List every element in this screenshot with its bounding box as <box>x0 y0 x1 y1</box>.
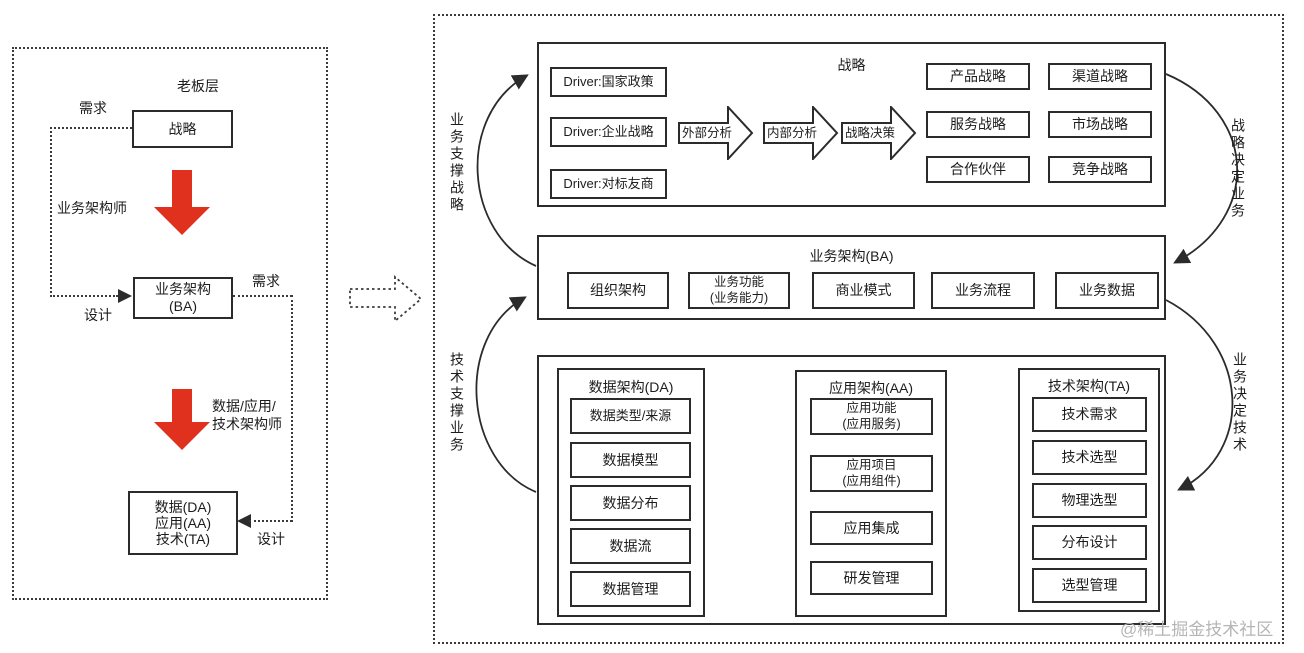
ta-item-box: 选型管理 <box>1032 568 1147 603</box>
block-arrow-icon <box>678 106 754 160</box>
strategy-section-title: 战略 <box>837 57 866 73</box>
dotted-line <box>249 520 292 522</box>
dotted-line <box>50 295 118 297</box>
boss-layer-title: 老板层 <box>177 78 219 94</box>
strategy-item-box: 服务战略 <box>926 111 1030 138</box>
aa-item-box: 研发管理 <box>810 561 933 595</box>
ta-item-box: 物理选型 <box>1032 483 1147 518</box>
ta-item-box: 分布设计 <box>1032 525 1147 560</box>
da-item-box: 数据模型 <box>570 442 691 478</box>
process-arrow-strategy-decision: 战略决策 <box>841 106 917 160</box>
aa-item-box: 应用集成 <box>810 511 933 545</box>
relation-business-supports-strategy: 业务支撑战略 <box>449 112 465 214</box>
aa-item-box: 应用项目 (应用组件) <box>810 455 933 492</box>
right-architecture-panel <box>433 14 1284 644</box>
strategy-item-box: 渠道战略 <box>1048 63 1152 90</box>
aa-item-box: 应用功能 (应用服务) <box>810 398 933 435</box>
da-item-box: 数据流 <box>570 528 691 564</box>
ba-section-title: 业务架构(BA) <box>809 248 894 264</box>
design-bottom-label: 设计 <box>257 531 285 547</box>
dta-box: 数据(DA) 应用(AA) 技术(TA) <box>128 491 238 555</box>
watermark: @稀土掘金技术社区 <box>1120 620 1274 639</box>
dotted-line <box>50 127 132 129</box>
da-item-box: 数据分布 <box>570 485 691 521</box>
process-step-label: 外部分析 <box>681 126 732 140</box>
ba-box: 业务架构 (BA) <box>133 277 233 319</box>
block-arrow-icon <box>763 106 839 160</box>
block-arrow-icon <box>841 106 917 160</box>
process-arrow-external-analysis: 外部分析 <box>678 106 754 160</box>
process-step-label: 战略决策 <box>844 126 895 140</box>
process-arrow-internal-analysis: 内部分析 <box>763 106 839 160</box>
ta-item-box: 技术需求 <box>1032 397 1147 432</box>
driver-box: Driver:企业战略 <box>550 117 667 147</box>
demand-top-label: 需求 <box>79 100 107 116</box>
red-arrow-head-icon <box>154 207 210 235</box>
relation-technology-supports-business: 技术支撑业务 <box>449 352 465 454</box>
ba-item-box: 组织架构 <box>567 272 669 309</box>
ba-item-box: 业务功能 (业务能力) <box>688 272 790 309</box>
process-step-label: 内部分析 <box>766 126 817 140</box>
demand-right-label: 需求 <box>252 273 280 289</box>
relation-strategy-decides-business: 战略决定业务 <box>1230 118 1246 220</box>
ba-item-box: 商业模式 <box>812 272 915 309</box>
design-top-label: 设计 <box>84 307 112 323</box>
strategy-item-box: 市场战略 <box>1048 111 1152 138</box>
driver-box: Driver:对标友商 <box>550 169 667 199</box>
strategy-item-box: 竞争战略 <box>1048 156 1152 183</box>
strategy-item-box: 产品战略 <box>926 63 1030 90</box>
ba-item-box: 业务数据 <box>1055 272 1159 309</box>
strategy-box: 战略 <box>132 110 233 148</box>
red-arrow-head-icon <box>154 422 210 450</box>
dotted-line <box>50 127 52 297</box>
relation-business-decides-technology: 业务决定技术 <box>1232 352 1248 454</box>
ba-item-box: 业务流程 <box>931 272 1035 309</box>
ba-architect-label: 业务架构师 <box>57 200 127 216</box>
red-arrow-stem <box>172 389 192 423</box>
da-section-title: 数据架构(DA) <box>588 379 674 395</box>
dotted-line <box>233 295 292 297</box>
dotted-line <box>291 295 293 522</box>
ta-section-title: 技术架构(TA) <box>1047 378 1131 394</box>
left-roles-panel <box>12 47 328 600</box>
da-item-box: 数据类型/来源 <box>570 398 691 434</box>
driver-box: Driver:国家政策 <box>550 67 667 97</box>
aa-section-title: 应用架构(AA) <box>829 380 913 396</box>
da-item-box: 数据管理 <box>570 571 691 607</box>
dat-architect-label: 数据/应用/ 技术架构师 <box>212 398 282 433</box>
ta-item-box: 技术选型 <box>1032 440 1147 475</box>
dotted-transform-arrow-icon <box>349 275 423 323</box>
strategy-item-box: 合作伙伴 <box>926 156 1030 183</box>
red-arrow-stem <box>172 170 192 208</box>
